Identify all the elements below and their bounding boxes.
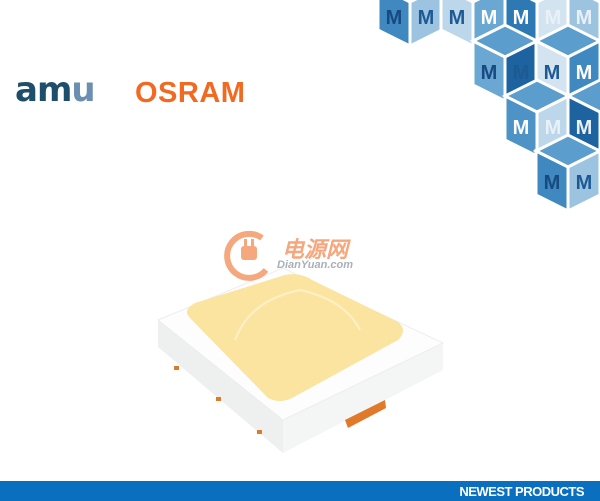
cube-letter: M bbox=[545, 117, 562, 139]
cube-letter: M bbox=[513, 117, 530, 139]
watermark-chinese: 电源网 bbox=[282, 237, 349, 262]
watermark-site: DianYuan.com bbox=[277, 259, 353, 271]
cube-letter: M bbox=[386, 7, 403, 29]
cube-letter: M bbox=[576, 172, 593, 194]
mouser-cube-pattern: MMMMMMMMMMMMMMMMMM bbox=[376, 0, 600, 214]
led-contact bbox=[174, 366, 179, 370]
led-package-image bbox=[157, 267, 445, 453]
led-window-highlight bbox=[234, 288, 361, 341]
ams-logo-suffix: u bbox=[71, 70, 95, 110]
cube-letter: M bbox=[544, 172, 561, 194]
cube-letter: M bbox=[449, 7, 466, 29]
newest-products-banner: NEWEST PRODUCTS bbox=[0, 481, 600, 501]
cube-letter: M bbox=[576, 7, 593, 29]
led-side-left bbox=[158, 320, 283, 453]
cube-letter: M bbox=[544, 62, 561, 84]
led-contact bbox=[257, 430, 262, 434]
osram-logo: OSRAM bbox=[135, 77, 246, 109]
cube-letter: M bbox=[576, 62, 593, 84]
dianyuan-logo-icon bbox=[224, 230, 269, 281]
led-contact bbox=[216, 397, 221, 401]
led-window bbox=[186, 274, 403, 401]
cube-letter: M bbox=[513, 7, 530, 29]
banner-label: NEWEST PRODUCTS bbox=[459, 484, 584, 499]
ams-logo-text: am bbox=[15, 70, 72, 110]
cube-letter: M bbox=[545, 7, 562, 29]
led-side-right bbox=[283, 343, 443, 453]
cube-icon: MM bbox=[564, 78, 600, 159]
cube-letter: M bbox=[418, 7, 435, 29]
cube-letter: M bbox=[481, 7, 498, 29]
cube-letter: M bbox=[481, 62, 498, 84]
cube-icon: MM bbox=[566, 0, 600, 49]
led-contact-pad bbox=[345, 400, 386, 428]
cube-letter: M bbox=[513, 62, 530, 84]
cube-letter: M bbox=[576, 117, 593, 139]
ams-logo: amu bbox=[15, 70, 96, 110]
